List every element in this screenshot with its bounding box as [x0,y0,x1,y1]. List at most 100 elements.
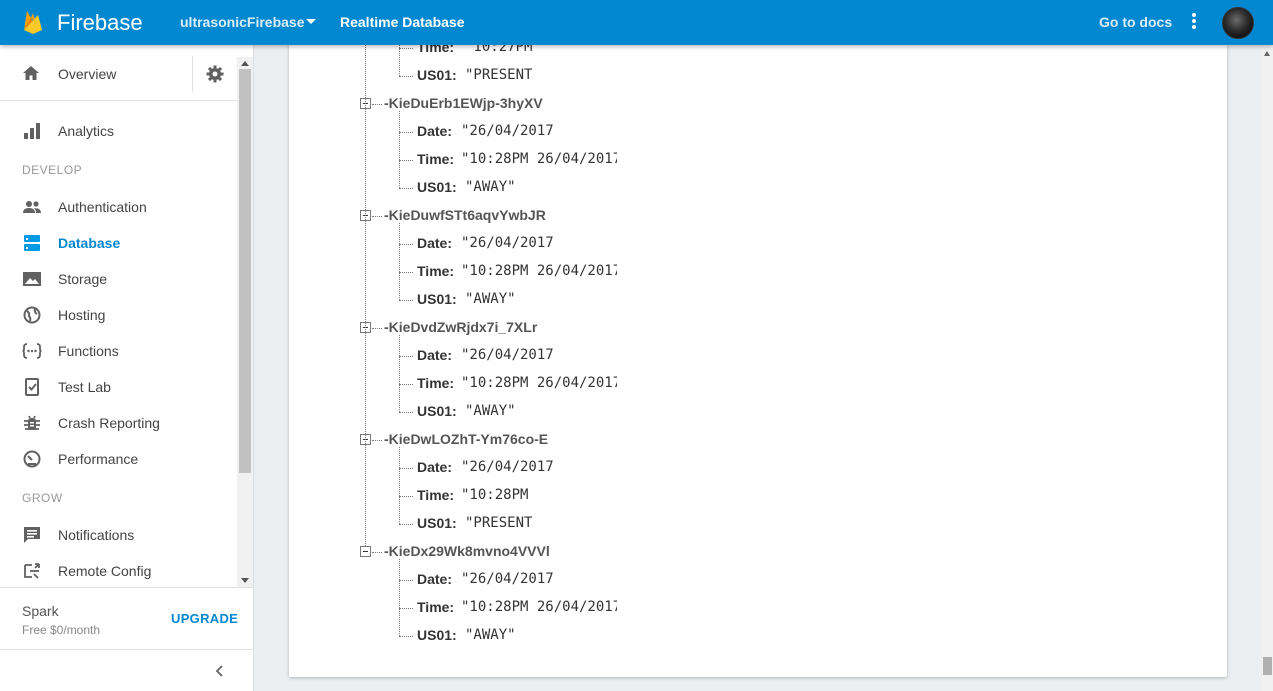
top-app-bar: Firebase ultrasonicFirebase Realtime Dat… [0,0,1273,45]
tree-connector [399,300,413,301]
tree-connector [372,328,382,329]
more-vert-icon[interactable] [1188,13,1200,31]
record-key[interactable]: -KieDwLOZhT-Ym76co-E [384,431,549,447]
field-key: US01: [417,291,457,307]
plan-name: Spark [22,603,59,619]
tree-connector [399,272,413,273]
field-value[interactable]: "26/04/2017 [461,123,554,139]
section-heading-develop: DEVELOP [22,163,83,177]
functions-icon [22,343,42,359]
tree-connector [399,160,413,161]
sidebar-item-label: Functions [58,343,119,359]
tree-connector [399,636,413,637]
field-key: Date: [417,347,453,363]
tree-connector [399,223,400,300]
go-to-docs-link[interactable]: Go to docs [1099,14,1173,30]
tree-connector [399,580,413,581]
chevron-down-icon[interactable] [306,19,316,24]
sidebar-item-label: Analytics [58,123,115,139]
field-value[interactable]: "10:28PM 26/04/2017 [461,151,617,167]
scrollbar-thumb[interactable] [1263,657,1272,675]
plan-price: Free $0/month [22,623,101,637]
collapse-node-icon[interactable] [360,546,371,557]
field-key: US01: [417,67,457,83]
field-value[interactable]: "26/04/2017 [461,235,554,251]
billing-plan: Spark Free $0/month UPGRADE [0,587,254,649]
record-key[interactable]: -KieDx29Wk8mvno4VVVl [384,543,550,559]
sidebar-item-test-lab[interactable]: Test Lab [0,371,237,403]
sidebar: Overview Analytics DEVELOP [0,45,254,691]
tree-connector [399,48,413,49]
scrollbar-thumb[interactable] [239,69,251,473]
tree-connector [399,559,400,636]
sidebar-item-label: Database [58,235,121,251]
tree-connector [372,440,382,441]
tree-connector [399,244,413,245]
collapse-sidebar-button[interactable] [0,649,254,691]
sidebar-item-label: Test Lab [58,379,111,395]
field-value[interactable]: "AWAY" [465,291,516,307]
sidebar-item-crash-reporting[interactable]: Crash Reporting [0,407,237,439]
sidebar-item-remote-config[interactable]: Remote Config [0,555,237,587]
field-key: Time: [417,263,455,279]
field-value[interactable]: "10:28PM 26/04/2017 [461,263,617,279]
record-key[interactable]: -KieDvdZwRjdx7i_7XLr [384,319,538,335]
sidebar-item-performance[interactable]: Performance [0,443,237,475]
sidebar-item-notifications[interactable]: Notifications [0,519,237,551]
sidebar-item-functions[interactable]: Functions [0,335,237,367]
page-title: Realtime Database [340,14,465,30]
message-icon [24,527,40,543]
upgrade-button[interactable]: UPGRADE [171,611,239,626]
brand-name[interactable]: Firebase [57,10,143,35]
database-icon [24,235,40,251]
gear-icon[interactable] [206,65,224,83]
field-value[interactable]: "10:28PM 26/04/2017 [461,375,617,391]
field-value[interactable]: "26/04/2017 [461,571,554,587]
page-scrollbar[interactable] [1262,45,1273,691]
chevron-left-icon[interactable] [215,665,225,677]
tree-connector [399,447,400,524]
tree-connector [399,384,413,385]
tree-connector [399,335,400,412]
home-icon [23,66,39,80]
tree-connector [399,524,413,525]
field-key: US01: [417,179,457,195]
globe-icon [23,306,41,324]
checklist-icon [25,378,39,396]
field-key: Date: [417,459,453,475]
field-value[interactable]: "26/04/2017 [461,459,554,475]
record-key[interactable]: -KieDuwfSTt6aqvYwbJR [384,207,546,223]
sidebar-scrollbar[interactable] [237,57,253,587]
sidebar-item-authentication[interactable]: Authentication [0,191,237,223]
tree-connector [365,0,366,546]
avatar[interactable] [1222,7,1254,39]
sidebar-item-label: Crash Reporting [58,415,160,431]
sidebar-item-database[interactable]: Database [0,227,237,259]
firebase-logo-icon[interactable] [22,9,44,35]
tree-connector [399,608,413,609]
sidebar-item-overview[interactable]: Overview [0,45,237,101]
field-value[interactable]: "AWAY" [465,403,516,419]
tree-connector [399,132,413,133]
tree-connector [399,188,413,189]
tree-connector [399,412,413,413]
field-value[interactable]: "PRESENT [465,515,533,531]
sidebar-item-hosting[interactable]: Hosting [0,299,237,331]
remote-config-icon [24,563,40,579]
sidebar-item-storage[interactable]: Storage [0,263,237,295]
field-value[interactable]: "26/04/2017 [461,347,554,363]
field-value[interactable]: "AWAY" [465,627,516,643]
record-key[interactable]: -KieDuErb1EWjp-3hyXV [384,95,543,111]
field-value[interactable]: "PRESENT [465,67,533,83]
project-selector[interactable]: ultrasonicFirebase [180,14,305,30]
field-value[interactable]: "10:28PM [461,487,529,503]
sidebar-item-analytics[interactable]: Analytics [0,115,237,147]
scroll-down-arrow-icon[interactable] [241,578,249,583]
tree-connector [372,104,382,105]
field-value[interactable]: "10:28PM 26/04/2017 [461,599,617,615]
scroll-up-arrow-icon[interactable] [241,61,249,66]
scroll-up-arrow-icon[interactable] [1264,51,1270,56]
field-value[interactable]: "AWAY" [465,179,516,195]
sidebar-item-label: Authentication [58,199,147,215]
